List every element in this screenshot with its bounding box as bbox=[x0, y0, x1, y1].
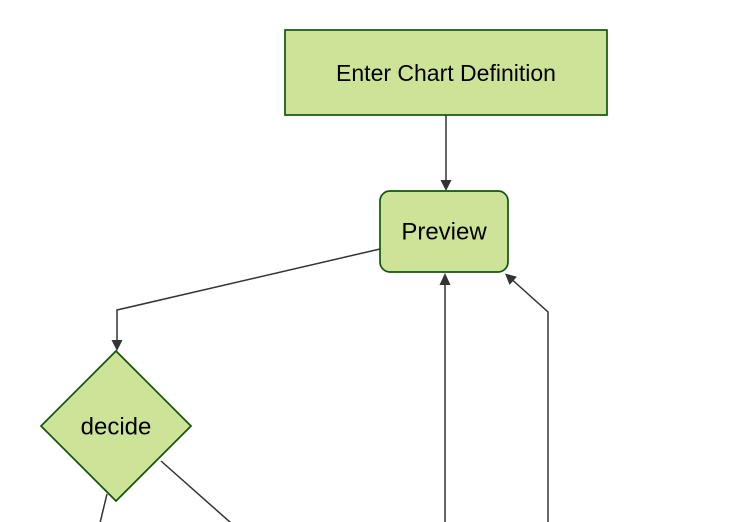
arrowhead-up-icon bbox=[439, 273, 451, 285]
arrowhead-up-left-icon bbox=[505, 273, 517, 285]
node-label: Preview bbox=[401, 219, 487, 246]
edge-bottom-to-preview bbox=[439, 273, 451, 522]
edge-line bbox=[99, 493, 108, 522]
node-decide: decide bbox=[39, 349, 193, 503]
edge-decide-to-bottom-right bbox=[160, 460, 232, 522]
edge-line bbox=[512, 279, 549, 522]
node-label: Enter Chart Definition bbox=[336, 60, 556, 86]
node-preview: Preview bbox=[379, 190, 509, 273]
arrowhead-down-icon bbox=[440, 180, 452, 191]
edge-preview-to-decide bbox=[111, 248, 381, 351]
arrowhead-down-icon bbox=[111, 340, 123, 351]
edge-line bbox=[116, 248, 381, 340]
edge-decide-to-bottom-left bbox=[99, 493, 108, 522]
diamond-shape bbox=[39, 349, 193, 503]
edge-bottom-right-to-preview bbox=[505, 273, 549, 522]
rounded-rectangle-shape bbox=[379, 190, 509, 273]
rectangle-shape bbox=[284, 29, 608, 116]
edge-line bbox=[160, 460, 232, 522]
node-label: decide bbox=[81, 414, 152, 441]
node-enter-chart-definition: Enter Chart Definition bbox=[284, 29, 608, 116]
edge-enter-chart-definition-to-preview bbox=[440, 115, 452, 191]
